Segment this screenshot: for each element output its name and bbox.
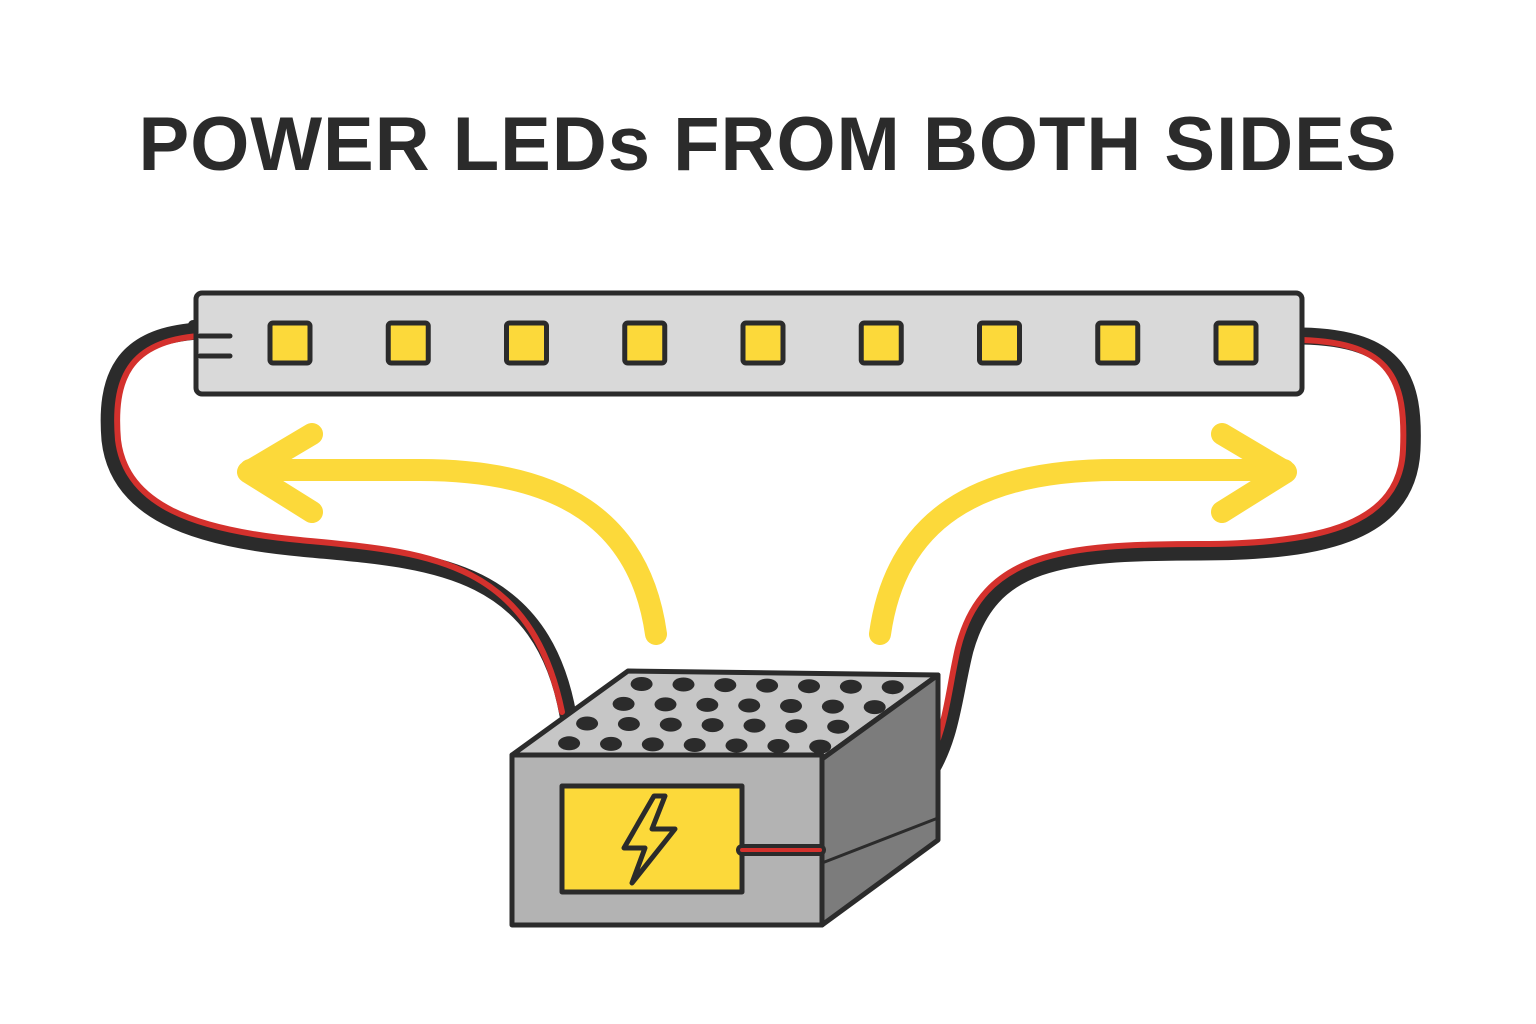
vent-holes — [558, 677, 904, 754]
vent-hole — [809, 739, 832, 754]
led-chip — [740, 320, 786, 366]
vent-hole — [863, 700, 886, 715]
right-wire-red — [815, 337, 1407, 847]
vent-hole — [630, 677, 653, 691]
vent-hole — [600, 736, 622, 751]
led-chip — [1213, 320, 1259, 366]
right-arrow-head — [1211, 423, 1297, 523]
led-chip — [858, 320, 904, 366]
vent-hole — [780, 699, 802, 713]
led-chip — [385, 320, 431, 366]
left-arrow-shaft — [239, 459, 667, 645]
left-arrow — [237, 423, 667, 645]
led-chip — [504, 320, 549, 366]
vent-hole — [839, 679, 862, 694]
vent-hole — [821, 699, 844, 714]
vent-hole — [558, 736, 581, 751]
vent-hole — [696, 697, 719, 712]
vent-hole — [827, 719, 850, 734]
vent-hole — [654, 697, 677, 712]
vent-hole — [641, 737, 664, 752]
vent-hole — [672, 677, 695, 692]
vent-hole — [701, 718, 724, 733]
led-group — [267, 320, 1259, 366]
right-arrow — [869, 423, 1297, 645]
power-supply — [509, 668, 941, 928]
diagram-title: POWER LEDs FROM BOTH SIDES — [138, 102, 1398, 187]
right-arrow-shaft — [869, 459, 1295, 645]
vent-hole — [714, 678, 737, 693]
led-chip — [1095, 320, 1141, 366]
vent-hole — [881, 680, 904, 695]
led-chip — [622, 320, 668, 366]
vent-hole — [756, 678, 779, 693]
power-supply-seam — [821, 816, 939, 865]
vent-hole — [617, 717, 640, 731]
led-chip — [977, 320, 1022, 366]
vent-hole — [576, 716, 599, 731]
right-wire-outer — [811, 327, 1421, 859]
lightning-bolt-icon — [621, 793, 678, 886]
right-wire — [811, 327, 1421, 859]
vent-hole — [743, 718, 766, 733]
vent-hole — [767, 739, 790, 753]
vent-hole — [738, 698, 761, 713]
vent-hole — [683, 738, 706, 752]
left-arrow-head — [237, 423, 323, 523]
left-wire-red — [114, 333, 565, 715]
led-chip — [267, 320, 313, 366]
vent-hole — [612, 696, 635, 711]
vent-hole — [725, 738, 748, 753]
vent-hole — [785, 719, 808, 734]
led-strip — [193, 290, 1305, 397]
vent-hole — [659, 717, 682, 732]
vent-hole — [798, 679, 820, 694]
